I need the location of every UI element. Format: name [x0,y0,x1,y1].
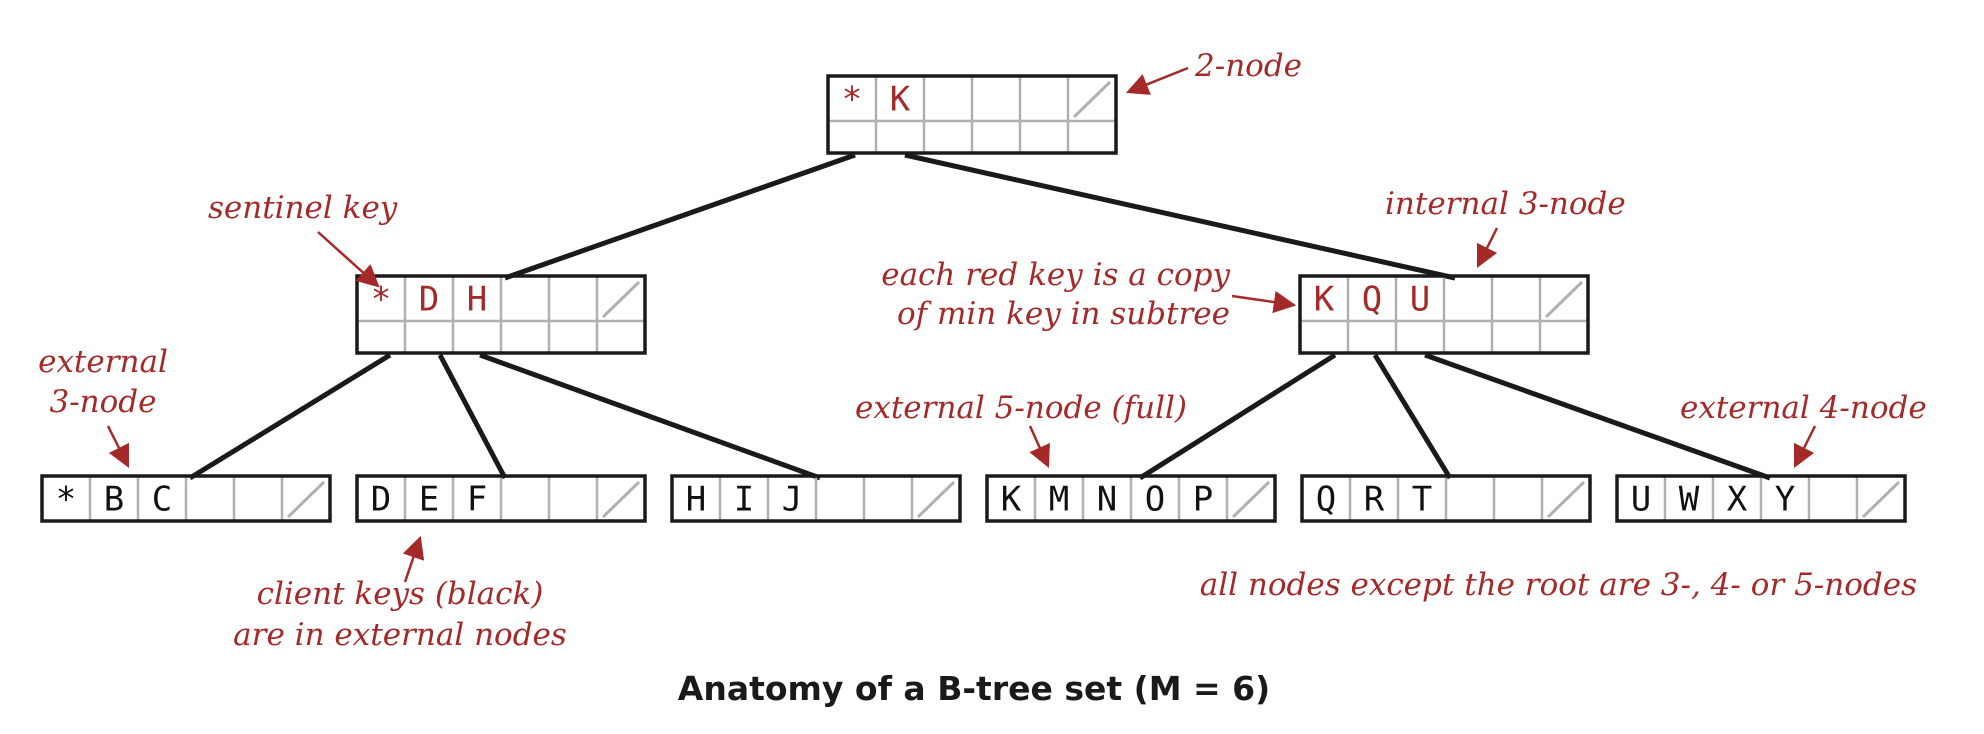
node-outline [40,474,332,523]
node-key: P [1193,480,1213,520]
node-key: O [1145,480,1165,520]
edge-left-to-leaf-1 [188,352,392,481]
node-key: N [1097,480,1117,520]
node-outline [670,474,962,523]
tree-edges [188,152,1771,481]
last-cell-slash [916,480,956,519]
edge-left-to-leaf-3 [479,352,821,481]
node-key: B [104,480,124,520]
label-external-3-node-2: 3-node [49,384,156,420]
last-cell-slash [286,480,326,519]
node-key: U [1410,280,1430,320]
node-outline [985,474,1277,523]
node-key: W [1679,480,1700,520]
edge-left-to-leaf-2 [437,353,508,480]
last-cell-slash [1544,280,1584,319]
edge-right-to-leaf-5 [1372,353,1453,480]
node-key: K [1001,480,1022,520]
node-key: M [1049,480,1069,520]
arrow-red-key-copy [1231,290,1297,314]
node-key: K [890,80,911,120]
last-cell-slash [1861,480,1901,519]
node-key: * [371,280,391,320]
node-key: T [1412,480,1432,520]
node-key: E [419,480,439,520]
last-cell-slash [601,480,641,519]
label-external-3-node-1: external [38,344,168,380]
edge-root-to-left [504,152,856,281]
label-2-node: 2-node [1194,48,1302,84]
node-outline [826,74,1118,155]
node-key: K [1314,280,1335,320]
edge-right-to-leaf-4 [1138,352,1337,481]
node-key: * [56,480,76,520]
node-outline [1300,474,1592,523]
node-outline [1615,474,1907,523]
node-key: Q [1362,280,1382,320]
annotation-arrows [106,66,1817,583]
edge-right-to-leaf-6 [1424,352,1771,481]
label-client-keys-1: client keys (black) [257,576,544,612]
node-key: U [1631,480,1651,520]
arrow-sentinel-key [317,231,380,288]
node-outline [355,474,647,523]
node-outline [1298,274,1590,355]
last-cell-slash [1072,80,1112,119]
arrow-internal-3-node [1476,227,1499,269]
label-all-nodes: all nodes except the root are 3-, 4- or … [1200,567,1917,603]
node-key: I [734,480,754,520]
last-cell-slash [1546,480,1586,519]
annotation-texts: 2-node sentinel key internal 3-node each… [38,48,1927,653]
node-key: Y [1775,480,1795,520]
last-cell-slash [1231,480,1271,519]
diagram-caption: Anatomy of a B-tree set (M = 6) [678,669,1270,708]
node-key: J [782,480,802,520]
node-key: X [1727,480,1748,520]
arrow-external-4-node [1793,425,1817,469]
node-key: Q [1316,480,1336,520]
label-external-5-node: external 5-node (full) [855,390,1187,426]
arrow-client-keys [402,535,425,583]
node-outline [355,274,647,355]
node-key: D [371,480,391,520]
node-root: *K [826,74,1118,155]
arrow-external-5-node [1028,425,1050,469]
node-key: F [467,480,487,520]
label-red-key-copy-1: each red key is a copy [881,257,1230,293]
label-sentinel-key: sentinel key [208,190,398,226]
node-key: D [419,280,439,320]
label-client-keys-2: are in external nodes [233,617,567,653]
arrow-external-3-node [106,425,130,469]
last-cell-slash [601,280,641,319]
arrow-2-node [1125,66,1189,95]
edge-root-to-right [904,152,1456,281]
node-key: H [686,480,706,520]
node-key: R [1364,480,1385,520]
label-external-4-node: external 4-node [1680,390,1927,426]
node-key: C [152,480,172,520]
label-red-key-copy-2: of min key in subtree [897,296,1230,332]
label-internal-3-node: internal 3-node [1385,186,1626,222]
node-key: * [842,80,862,120]
node-key: H [467,280,487,320]
